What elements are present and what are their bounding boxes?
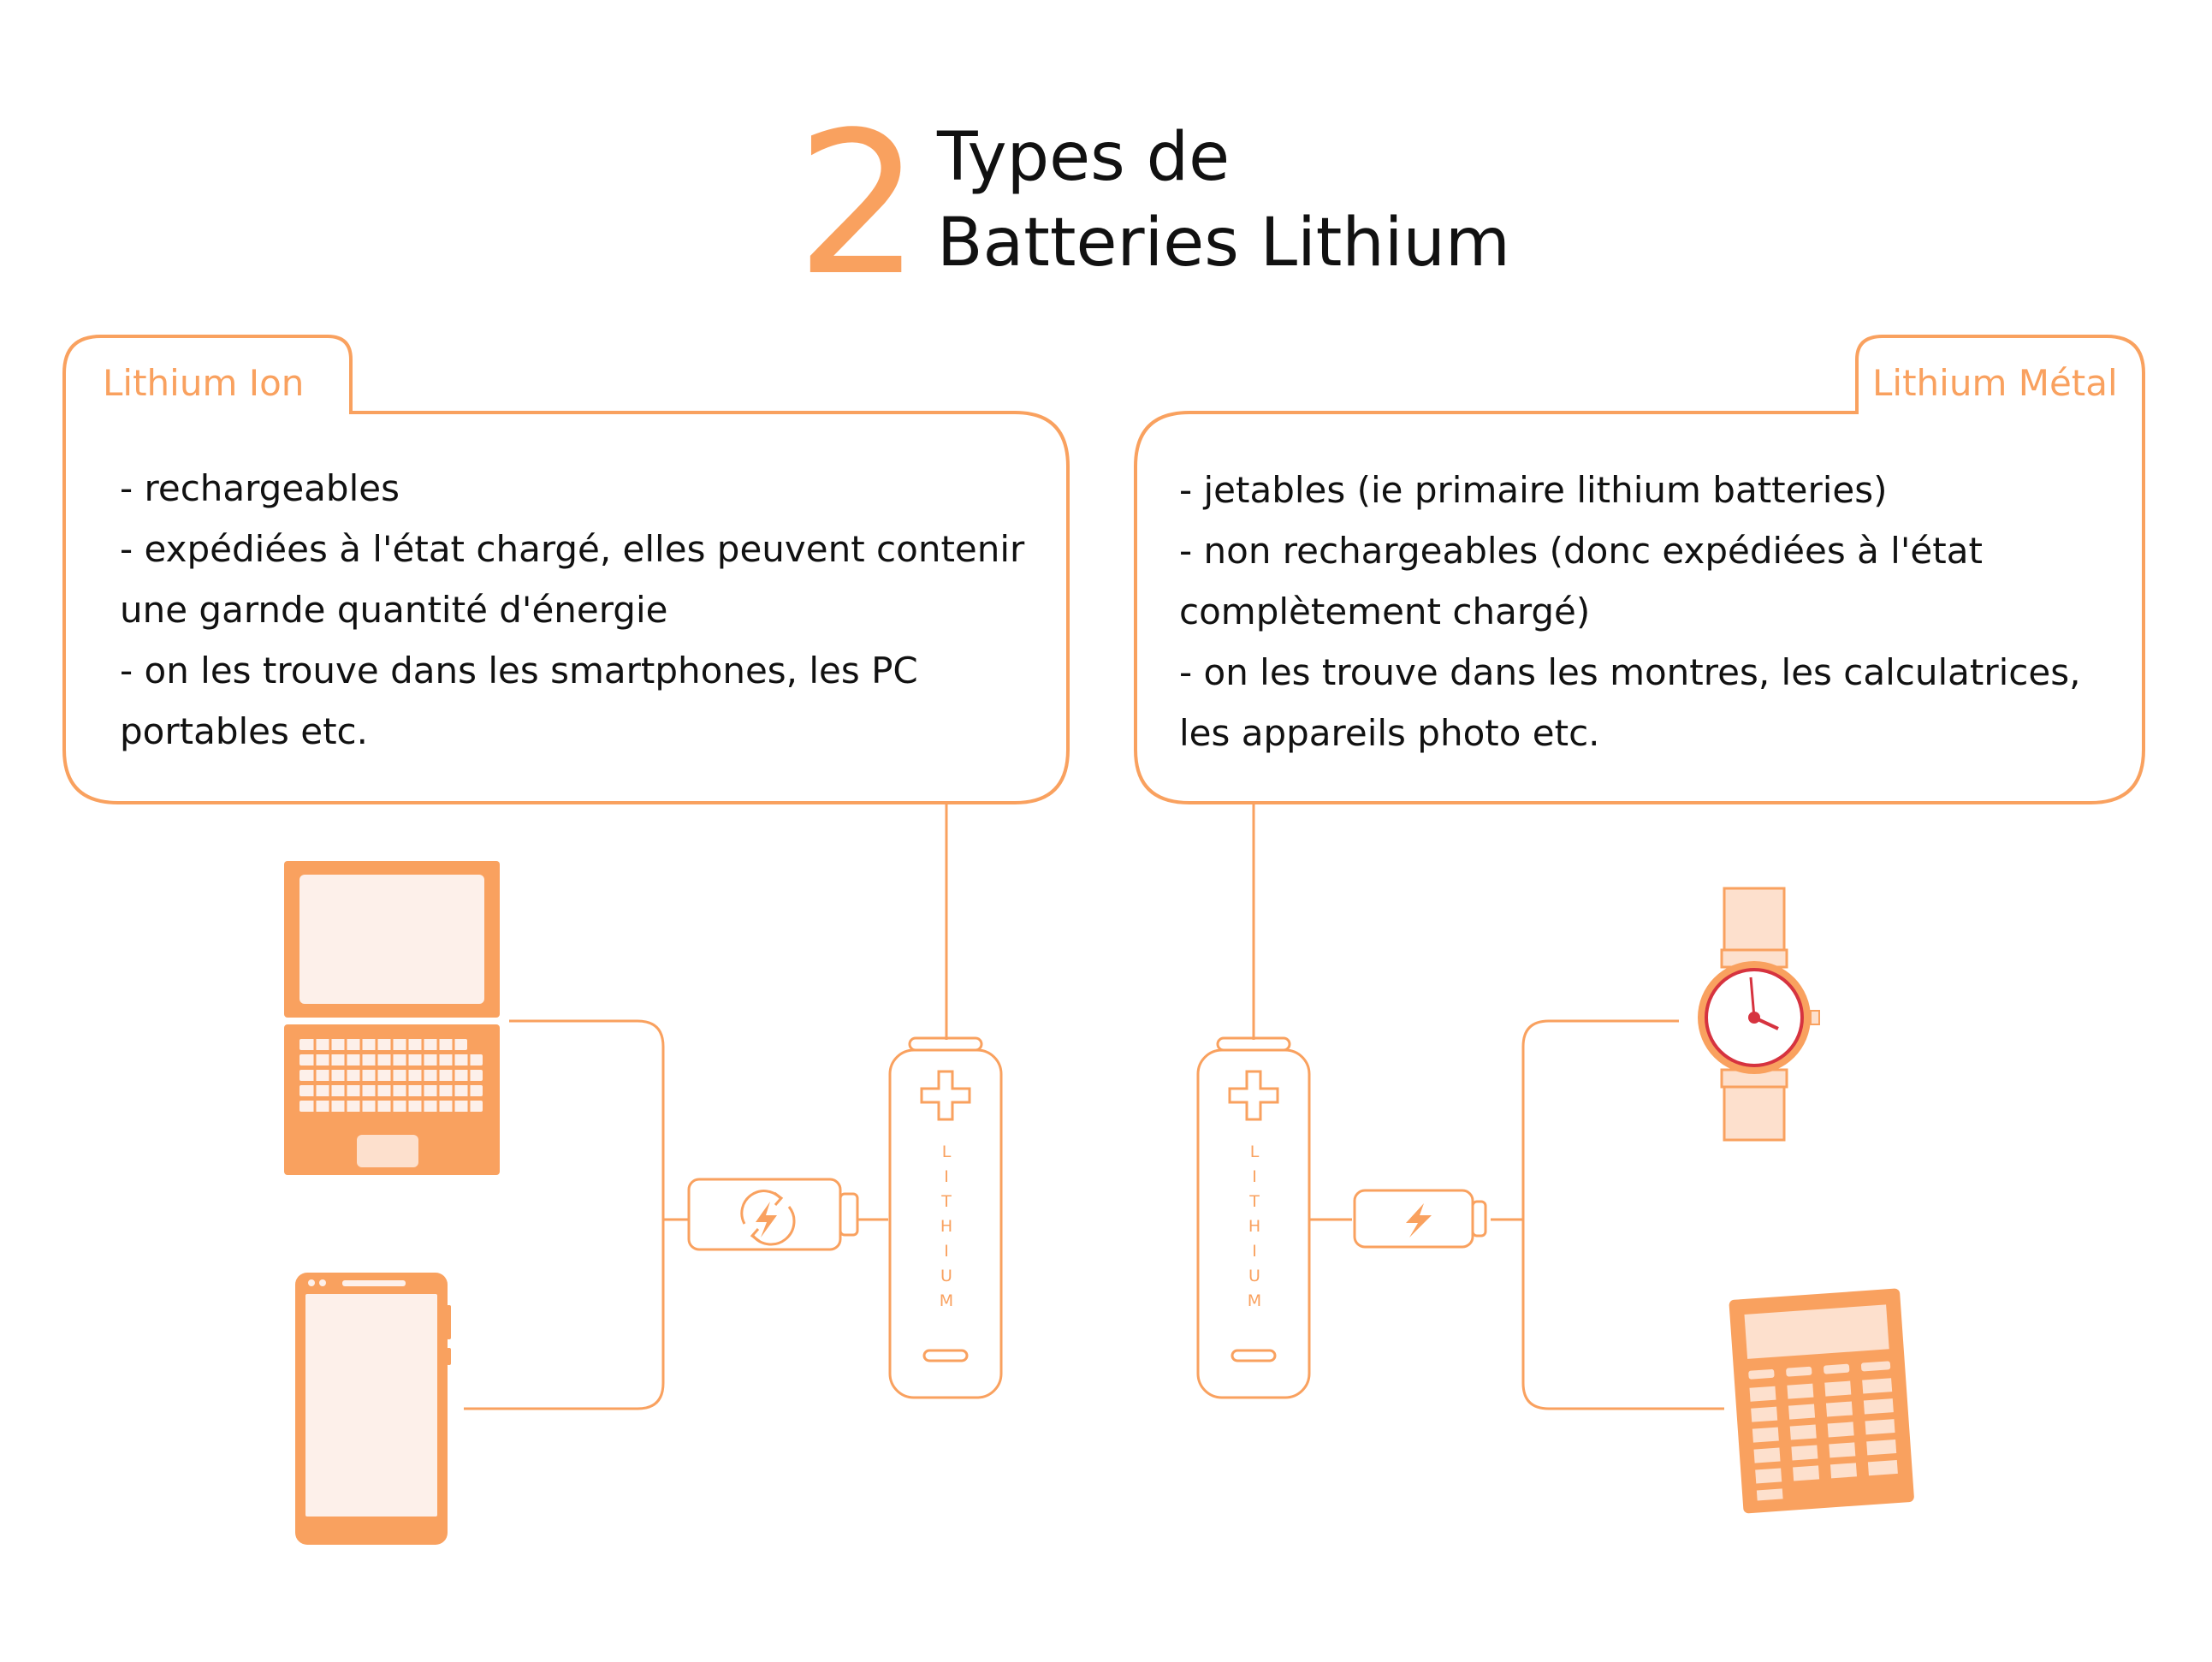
battery-letter-6: U [1248,1267,1260,1285]
lithium-ion-box-outline [62,335,1070,804]
plus-icon [1228,1070,1279,1121]
phone-connector [464,1220,665,1410]
battery-body [888,1048,1003,1399]
title-group: 2 Types de Batteries Lithium [796,91,1510,319]
plus-icon [920,1070,971,1121]
lithium-ion-box: Lithium Ion - rechargeables - expédiées … [62,335,1070,804]
title-number: 2 [796,91,921,319]
phone-speaker [342,1280,406,1286]
battery-letter-5: I [1252,1242,1257,1261]
title-line-1: Types de [936,119,1230,196]
battery-cap [908,1036,983,1052]
phone-sensor [319,1279,326,1286]
battery-letter-4: H [1248,1217,1260,1236]
small-battery-terminal [1471,1200,1487,1238]
lithium-metal-line-3: complètement chargé) [1179,591,1590,632]
battery-letter-2: I [1252,1167,1257,1186]
lithium-metal-line-4: - on les trouve dans les montres, les ca… [1179,651,2080,693]
lithium-ion-label: Lithium Ion [103,362,304,404]
recycle-arrowhead-top [774,1191,784,1206]
battery-letter-6: U [940,1267,952,1285]
battery-letter-3: T [940,1192,952,1211]
battery-letter-1: L [942,1143,952,1161]
recycle-arrow-top [740,1190,782,1225]
lithium-ion-connectors [464,803,948,1410]
calculator-display [1744,1304,1889,1359]
small-battery-terminal [839,1192,859,1237]
lightning-icon [756,1202,777,1238]
lithium-ion-line-4: - on les trouve dans les smartphones, le… [120,650,918,692]
lithium-ion-line-2: - expédiées à l'état chargé, elles peuve… [120,528,1025,570]
laptop-key-gaps [313,1037,471,1113]
lithium-metal-line-5: les appareils photo etc. [1179,712,1600,754]
lithium-ion-line-3: une garnde quantité d'énergie [120,589,667,631]
laptop-icon [284,861,500,1175]
lithium-metal-box: Lithium Métal - jetables (ie primaire li… [1134,335,2145,804]
lithium-ion-line-1: - rechargeables [120,467,400,509]
battery-cap [1216,1036,1291,1052]
charged-battery-icon [1353,1189,1487,1249]
phone-screen [305,1294,437,1517]
rechargeable-battery-icon [687,1178,859,1251]
battery-letter-5: I [944,1242,949,1261]
lightning-icon [1406,1203,1432,1238]
watch-icon [1698,887,1820,1142]
smartphone-icon [295,1273,451,1545]
battery-letter-3: T [1248,1192,1260,1211]
calculator-connector [1521,1220,1724,1410]
phone-camera [308,1279,315,1286]
watch-strap-top [1723,887,1786,959]
recycle-arrowhead-bottom [750,1228,760,1243]
calculator-keys [1748,1361,1898,1501]
lithium-metal-battery: L I T H I U M [1196,1036,1311,1399]
laptop-connector [509,1019,665,1220]
phone-side-button [447,1305,451,1339]
battery-letter-7: M [1248,1291,1261,1310]
calculator-icon [1729,1288,1914,1514]
watch-crown [1810,1010,1820,1025]
watch-connector [1521,1019,1679,1220]
lithium-metal-line-2: - non rechargeables (donc expédiées à l'… [1179,530,1983,572]
laptop-screen [299,875,484,1004]
minus-icon [922,1349,969,1362]
lithium-metal-box-outline [1134,335,2145,804]
lithium-ion-line-5: portables etc. [120,710,368,752]
lithium-metal-label: Lithium Métal [1872,362,2118,404]
recycle-arrow-bottom [751,1206,796,1246]
lithium-metal-connectors [1252,803,1724,1410]
battery-body [1196,1048,1311,1399]
lithium-ion-battery: L I T H I U M [888,1036,1003,1399]
minus-icon [1231,1349,1277,1362]
title-line-2: Batteries Lithium [937,205,1510,282]
phone-side-button-2 [447,1348,451,1365]
battery-letter-7: M [940,1291,953,1310]
watch-strap-bottom [1723,1078,1786,1142]
battery-letter-4: H [940,1217,952,1236]
watch-center [1748,1012,1760,1024]
watch-hand-minute [1749,976,1756,1018]
lithium-metal-line-1: - jetables (ie primaire lithium batterie… [1179,469,1888,511]
laptop-trackpad [357,1135,418,1167]
battery-letter-1: L [1250,1143,1260,1161]
battery-letter-2: I [944,1167,949,1186]
